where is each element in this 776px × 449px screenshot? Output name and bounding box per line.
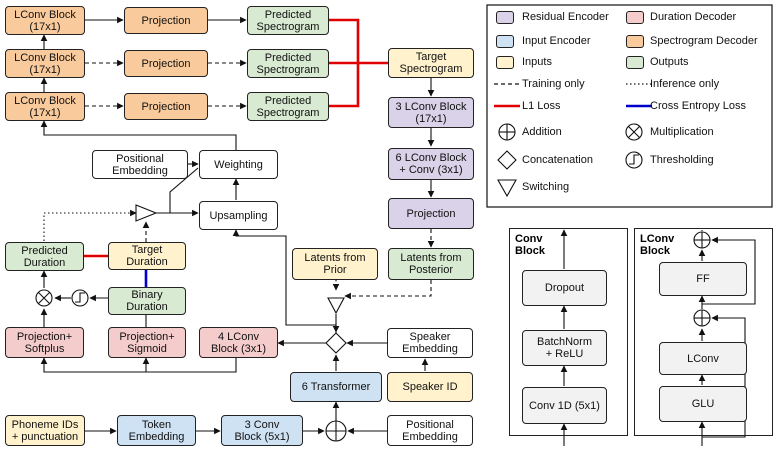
weighting-block: Weighting bbox=[199, 150, 278, 179]
positional-embedding-upsampler: Positional Embedding bbox=[92, 150, 188, 179]
conv-dropout: Dropout bbox=[522, 270, 607, 306]
addition-icon bbox=[325, 420, 347, 442]
lconv-ff: FF bbox=[659, 262, 747, 296]
residual-lconv-block: 3 LConv Block (17x1) bbox=[388, 97, 474, 128]
conv-block-title: Conv Block bbox=[515, 233, 545, 257]
projection-1: Projection bbox=[124, 7, 208, 34]
conv-batchnorm: BatchNorm + ReLU bbox=[522, 330, 607, 366]
predicted-spectrogram-1: Predicted Spectrogram bbox=[247, 6, 329, 35]
conv-block-encoder: 3 Conv Block (5x1) bbox=[221, 415, 303, 446]
lconv-block-3: LConv Block (17x1) bbox=[5, 92, 85, 121]
legend-residual-encoder: Residual Encoder bbox=[522, 11, 609, 23]
lconv-block-title: LConv Block bbox=[640, 233, 675, 257]
legend-inference-only: Inference only bbox=[650, 78, 720, 90]
target-duration: Target Duration bbox=[108, 242, 186, 270]
legend-thresholding-icon bbox=[625, 151, 643, 169]
lconv-add-icon-1 bbox=[693, 309, 711, 327]
legend-swatch-spectrogram-decoder bbox=[626, 35, 644, 48]
legend-swatch-outputs bbox=[626, 56, 644, 69]
legend-input-encoder: Input Encoder bbox=[522, 35, 591, 47]
binary-duration: Binary Duration bbox=[108, 287, 186, 315]
lconv-glu: GLU bbox=[659, 386, 747, 422]
predicted-spectrogram-2: Predicted Spectrogram bbox=[247, 49, 329, 78]
upsampling-block: Upsampling bbox=[199, 201, 278, 230]
projection-sigmoid: Projection+ Sigmoid bbox=[108, 327, 186, 358]
lconv-residual-1 bbox=[702, 314, 746, 438]
predicted-duration: Predicted Duration bbox=[5, 242, 84, 271]
speaker-id: Speaker ID bbox=[387, 372, 473, 402]
residual-lconv-conv-block: 6 LConv Block + Conv (3x1) bbox=[388, 148, 474, 180]
legend-spectrogram-decoder: Spectrogram Decoder bbox=[650, 35, 758, 47]
legend-concatenation: Concatenation bbox=[522, 154, 593, 166]
legend-cross-entropy: Cross Entropy Loss bbox=[650, 100, 746, 112]
legend-multiplication-icon bbox=[625, 123, 643, 141]
transformer-block: 6 Transformer bbox=[290, 372, 382, 402]
legend-l1-loss: L1 Loss bbox=[522, 100, 561, 112]
lconv-block-2: LConv Block (17x1) bbox=[5, 49, 85, 78]
legend-addition-icon bbox=[498, 123, 516, 141]
predicted-spectrogram-3: Predicted Spectrogram bbox=[247, 92, 329, 121]
legend-switching: Switching bbox=[522, 181, 570, 193]
positional-embedding-encoder: Positional Embedding bbox=[387, 415, 473, 446]
legend-inputs: Inputs bbox=[522, 56, 552, 68]
legend-multiplication: Multiplication bbox=[650, 126, 714, 138]
arrow-switch-weighting bbox=[156, 167, 199, 214]
phoneme-ids: Phoneme IDs + punctuation bbox=[5, 415, 85, 446]
token-embedding: Token Embedding bbox=[117, 415, 196, 446]
legend-addition: Addition bbox=[522, 126, 562, 138]
lconv-block-panel bbox=[634, 228, 773, 436]
arrow-concat-upsampling bbox=[232, 229, 337, 333]
legend-training-only: Training only bbox=[522, 78, 585, 90]
switch-latents-icon bbox=[327, 297, 345, 315]
legend-concatenation-icon bbox=[497, 150, 517, 170]
latents-from-prior: Latents from Prior bbox=[292, 248, 378, 280]
concatenation-icon bbox=[325, 332, 347, 354]
speaker-embedding: Speaker Embedding bbox=[387, 328, 473, 358]
legend-swatch-duration bbox=[626, 11, 644, 24]
conv-conv1d: Conv 1D (5x1) bbox=[522, 387, 607, 424]
residual-projection: Projection bbox=[388, 198, 474, 229]
legend-swatch-input-encoder bbox=[496, 35, 514, 48]
multiplication-icon bbox=[35, 289, 53, 307]
switch-duration-icon bbox=[135, 204, 158, 222]
conv-block-panel bbox=[509, 228, 628, 436]
lconv-block-1: LConv Block (17x1) bbox=[5, 6, 85, 35]
projection-3: Projection bbox=[124, 93, 208, 120]
arrow-weighting-lconv bbox=[40, 120, 237, 150]
legend-swatch-inputs bbox=[496, 56, 514, 69]
target-spectrogram: Target Spectrogram bbox=[388, 48, 474, 78]
arrow-posterior-switch bbox=[344, 280, 432, 300]
thresholding-icon bbox=[71, 289, 89, 307]
legend-outputs: Outputs bbox=[650, 56, 689, 68]
lconv-lconv: LConv bbox=[659, 342, 747, 375]
projection-2: Projection bbox=[124, 50, 208, 77]
projection-softplus: Projection+ Softplus bbox=[5, 327, 84, 358]
legend-switching-icon bbox=[497, 179, 517, 198]
latents-from-posterior: Latents from Posterior bbox=[388, 248, 474, 280]
arrow-predicted-switch bbox=[43, 209, 137, 241]
arrow-lconv-softplus bbox=[40, 356, 237, 373]
legend-swatch-residual bbox=[496, 11, 514, 24]
legend-duration-decoder: Duration Decoder bbox=[650, 11, 737, 23]
duration-lconv-block: 4 LConv Block (3x1) bbox=[199, 327, 278, 358]
legend-thresholding: Thresholding bbox=[650, 154, 714, 166]
lconv-add-icon-2 bbox=[693, 231, 711, 249]
lconv-residual-2 bbox=[702, 236, 756, 305]
